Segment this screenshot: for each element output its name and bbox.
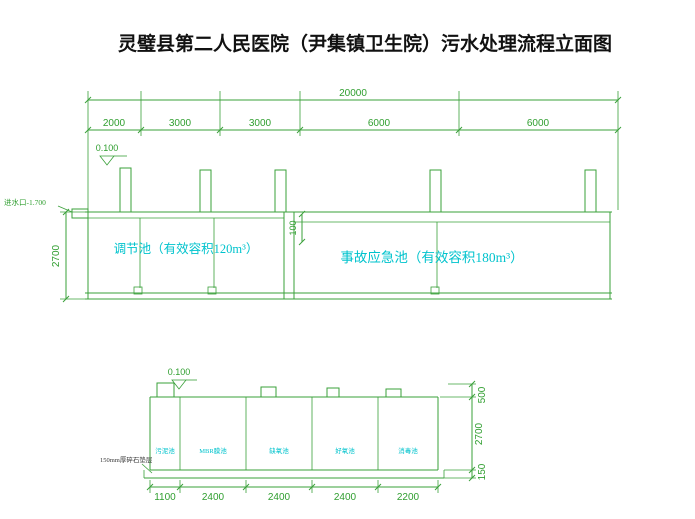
dim-label: 3000 bbox=[249, 118, 272, 129]
dim-label: 6000 bbox=[527, 118, 550, 129]
dim-label: 150 bbox=[477, 463, 488, 480]
lower-right-dim-chain: 500 2700 150 bbox=[440, 380, 488, 482]
lower-tank-structure bbox=[143, 396, 445, 479]
compartment-label: 污泥池 bbox=[155, 446, 175, 455]
dim-label: 6000 bbox=[368, 118, 391, 129]
upper-left-dim-chain: 2700 bbox=[51, 208, 85, 303]
dim-label-overall: 20000 bbox=[339, 88, 367, 99]
dim-label-gap: 100 bbox=[288, 220, 298, 235]
upper-tank-structure bbox=[85, 211, 612, 300]
dim-label-height: 2700 bbox=[51, 244, 62, 267]
emergency-tank-label: 事故应急池（有效容积180m³） bbox=[340, 249, 523, 265]
upper-elevation-marker: 0.100 bbox=[96, 143, 127, 166]
inlet-pipe bbox=[71, 208, 89, 219]
dim-label: 2200 bbox=[397, 492, 420, 503]
lower-elevation-marker: 0.100 bbox=[168, 367, 197, 390]
dim-label: 500 bbox=[477, 386, 488, 403]
elevation-triangle-icon bbox=[99, 155, 115, 166]
upper-gap-dim-chain: 100 bbox=[288, 210, 306, 246]
dim-label: 2400 bbox=[202, 492, 225, 503]
gravel-note: 150mm厚碎石垫层 bbox=[100, 455, 153, 474]
inlet-label: 进水口-1.700 bbox=[4, 197, 46, 207]
lower-elevation-view: 0.100 污泥池 MBR膜 bbox=[100, 367, 488, 503]
compartment-label: 好氧池 bbox=[335, 446, 355, 455]
regulating-tank-label: 调节池（有效容积120m³） bbox=[114, 241, 259, 256]
upper-overall-dim-chain: 20000 bbox=[84, 88, 622, 104]
dim-label: 2400 bbox=[334, 492, 357, 503]
lower-bottom-dim-chain: 1100 2400 2400 2400 2200 bbox=[146, 480, 442, 503]
upper-segment-dim-chain: 2000 3000 3000 6000 6000 bbox=[84, 118, 622, 134]
gravel-note-label: 150mm厚碎石垫层 bbox=[100, 455, 153, 464]
elevation-label: 0.100 bbox=[96, 143, 119, 153]
compartment-label: MBR膜池 bbox=[199, 446, 227, 455]
inlet: 进水口-1.700 bbox=[4, 197, 89, 219]
tank-hatches bbox=[156, 382, 402, 398]
compartment-label: 消毒池 bbox=[398, 446, 418, 455]
drawing-title: 灵璧县第二人民医院（尹集镇卫生院）污水处理流程立面图 bbox=[118, 32, 612, 55]
compartment-labels: 污泥池 MBR膜池 缺氧池 好氧池 消毒池 bbox=[155, 446, 418, 455]
upper-elevation-view: 20000 2000 3000 3000 6000 6000 0.100 bbox=[4, 88, 622, 303]
dim-label: 1100 bbox=[154, 492, 176, 503]
elevation-triangle-icon bbox=[171, 379, 187, 390]
elevation-label: 0.100 bbox=[168, 367, 191, 377]
dim-label: 2400 bbox=[268, 492, 291, 503]
compartment-label: 缺氧池 bbox=[269, 446, 289, 455]
dim-label: 2000 bbox=[103, 118, 126, 129]
roof-risers bbox=[119, 167, 597, 213]
dim-label: 2700 bbox=[474, 422, 485, 445]
upper-dim-extension-lines bbox=[87, 91, 619, 210]
dim-label: 3000 bbox=[169, 118, 192, 129]
